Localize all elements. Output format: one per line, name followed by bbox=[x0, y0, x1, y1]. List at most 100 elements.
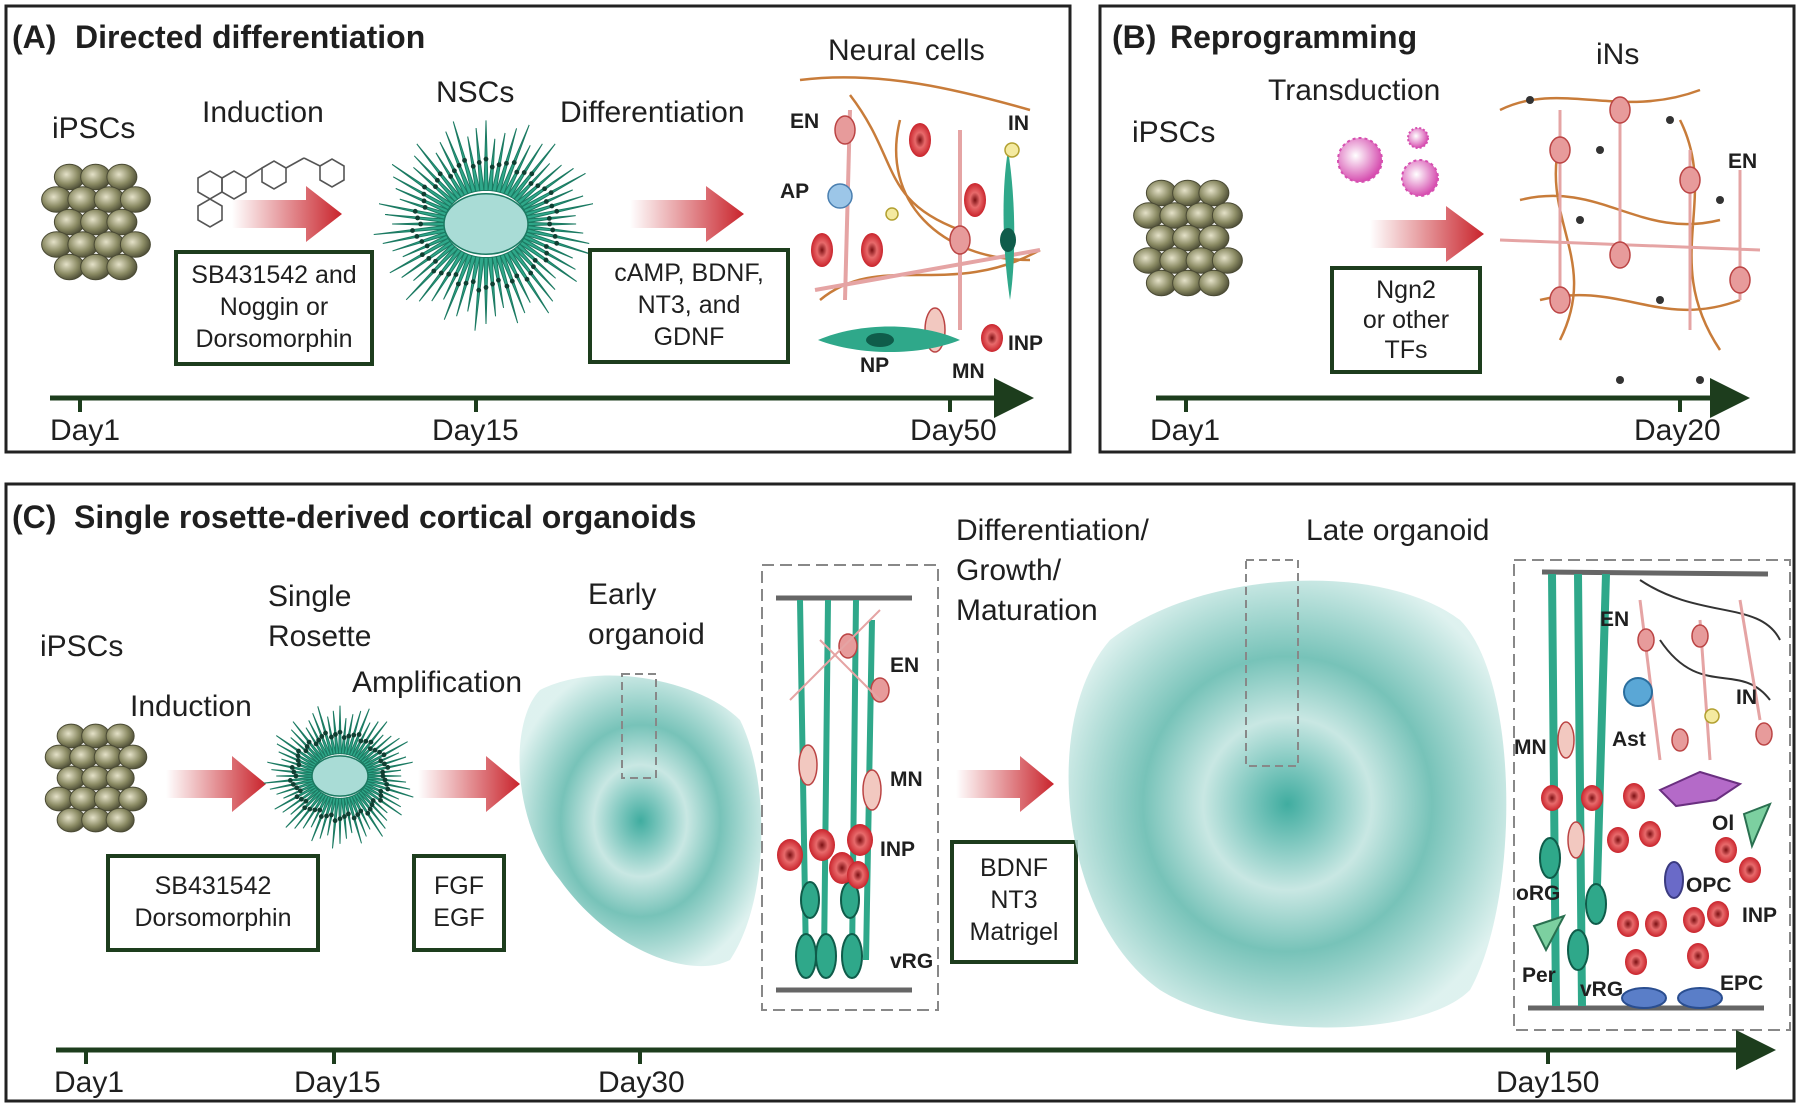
late-organoid-icon bbox=[1068, 580, 1507, 1028]
panel-c-box2 bbox=[412, 854, 506, 952]
panel-a-ipsc-label: iPSCs bbox=[52, 112, 135, 145]
panel-c-day1: Day1 bbox=[54, 1066, 124, 1099]
growth-line1: Differentiation/ bbox=[956, 514, 1150, 547]
late-org-label: oRG bbox=[1516, 882, 1560, 905]
panel-c-frame bbox=[4, 482, 1796, 1103]
c-box3-line3: Matrigel bbox=[970, 918, 1059, 946]
ipsc-cluster-icon bbox=[1133, 179, 1243, 297]
c-box2-line2: EGF bbox=[433, 904, 484, 932]
box-b-line3: TFs bbox=[1384, 336, 1427, 364]
ipsc-cluster-icon bbox=[41, 163, 151, 281]
panel-c-day150: Day150 bbox=[1496, 1066, 1599, 1099]
rosette-label: Rosette bbox=[268, 620, 371, 653]
growth-line3: Maturation bbox=[956, 594, 1098, 627]
late-organoid-label: Late organoid bbox=[1306, 514, 1490, 547]
panel-c-letter: (C) bbox=[12, 499, 56, 535]
panel-b-transduction-label: Transduction bbox=[1268, 74, 1440, 107]
late-inset-cells bbox=[1528, 569, 1781, 1011]
panel-a-ap-label: AP bbox=[780, 180, 809, 203]
late-vrg-label: vRG bbox=[1580, 978, 1623, 1001]
panel-c-box1 bbox=[106, 854, 320, 952]
panel-a-differentiation-label: Differentiation bbox=[560, 96, 745, 129]
panel-b-box bbox=[1330, 266, 1482, 374]
panel-a-letter: (A) bbox=[12, 19, 56, 55]
panel-a-title: Directed differentiation bbox=[75, 19, 425, 55]
panel-b-day20: Day20 bbox=[1634, 414, 1721, 447]
ipsc-cluster-icon bbox=[44, 723, 148, 833]
panel-b-title: Reprogramming bbox=[1170, 19, 1417, 55]
panel-b-ipsc-label: iPSCs bbox=[1132, 116, 1215, 149]
c-box3-line1: BDNF bbox=[980, 854, 1048, 882]
early-vrg-label: vRG bbox=[890, 950, 933, 973]
late-mn-label: MN bbox=[1514, 736, 1547, 759]
panel-c-induction-label: Induction bbox=[130, 690, 252, 723]
late-ast-label: Ast bbox=[1612, 728, 1646, 751]
induction-arrow bbox=[232, 186, 342, 242]
box1-line1: SB431542 and bbox=[191, 261, 356, 289]
late-en-label: EN bbox=[1600, 608, 1629, 631]
panel-a-frame bbox=[4, 4, 1072, 454]
late-per-label: Per bbox=[1522, 964, 1556, 987]
box1-line3: Dorsomorphin bbox=[195, 325, 352, 353]
small-molecule-icon bbox=[197, 157, 345, 228]
panel-a-en-label: EN bbox=[790, 110, 819, 133]
growth-line2: Growth/ bbox=[956, 554, 1062, 587]
amplification-arrow bbox=[418, 756, 520, 812]
panel-a-nsc-label: NSCs bbox=[436, 76, 514, 109]
c-box1-line1: SB431542 bbox=[155, 872, 272, 900]
late-in-label: IN bbox=[1736, 686, 1757, 709]
differentiation-arrow bbox=[630, 186, 744, 242]
panel-c-day30: Day30 bbox=[598, 1066, 685, 1099]
early-label: Early bbox=[588, 578, 656, 611]
virus-icon bbox=[1337, 127, 1439, 197]
box-b-line2: or other bbox=[1363, 306, 1449, 334]
early-mn-label: MN bbox=[890, 768, 923, 791]
late-epc-label: EPC bbox=[1720, 972, 1763, 995]
panel-b-ins-label: iNs bbox=[1596, 38, 1639, 71]
single-label: Single bbox=[268, 580, 351, 613]
panel-b: (B) Reprogramming iPSCs Transduction Ngn… bbox=[1098, 4, 1796, 454]
c-box2-line1: FGF bbox=[434, 872, 484, 900]
panel-b-frame bbox=[1098, 4, 1796, 454]
c-induction-arrow bbox=[166, 756, 266, 812]
induced-neurons-illustration bbox=[1499, 88, 1761, 384]
panel-a-box2 bbox=[588, 248, 790, 364]
panel-a-inp-label: INP bbox=[1008, 332, 1043, 355]
early-inp-label: INP bbox=[880, 838, 915, 861]
panel-b-day1: Day1 bbox=[1150, 414, 1220, 447]
panel-a-induction-label: Induction bbox=[202, 96, 324, 129]
panel-b-en-label: EN bbox=[1728, 150, 1757, 173]
panel-a-day15: Day15 bbox=[432, 414, 519, 447]
panel-a-np-label: NP bbox=[860, 354, 889, 377]
late-opc-label: OPC bbox=[1686, 874, 1732, 897]
panel-a: (A) Directed differentiation iPSCs Induc… bbox=[4, 4, 1072, 454]
panel-c-day15: Day15 bbox=[294, 1066, 381, 1099]
c-box3-line2: NT3 bbox=[990, 886, 1037, 914]
maturation-arrow bbox=[956, 756, 1054, 812]
late-inp-label: INP bbox=[1742, 904, 1777, 927]
early-en-label: EN bbox=[890, 654, 919, 677]
organoid-label: organoid bbox=[588, 618, 705, 651]
panel-b-letter: (B) bbox=[1112, 19, 1156, 55]
panel-c: (C) Single rosette-derived cortical orga… bbox=[4, 482, 1796, 1103]
neural-cells-illustration bbox=[799, 76, 1041, 353]
box2-line3: GDNF bbox=[654, 323, 725, 351]
panel-a-in-label: IN bbox=[1008, 112, 1029, 135]
late-ol-label: Ol bbox=[1712, 812, 1734, 835]
panel-a-box1 bbox=[174, 250, 374, 366]
box1-line2: Noggin or bbox=[220, 293, 328, 321]
panel-a-day50: Day50 bbox=[910, 414, 997, 447]
amplification-label: Amplification bbox=[352, 666, 522, 699]
panel-c-title: Single rosette-derived cortical organoid… bbox=[74, 499, 696, 535]
c-box1-line2: Dorsomorphin bbox=[134, 904, 291, 932]
box2-line1: cAMP, BDNF, bbox=[614, 259, 764, 287]
panel-c-box3 bbox=[950, 840, 1078, 964]
early-organoid-icon bbox=[519, 675, 762, 967]
single-rosette-icon bbox=[263, 705, 414, 849]
transduction-arrow bbox=[1370, 206, 1484, 262]
panel-c-ipsc-label: iPSCs bbox=[40, 630, 123, 663]
early-inset-cells bbox=[776, 595, 912, 993]
panel-a-mn-label: MN bbox=[952, 360, 985, 383]
box2-line2: NT3, and bbox=[638, 291, 741, 319]
